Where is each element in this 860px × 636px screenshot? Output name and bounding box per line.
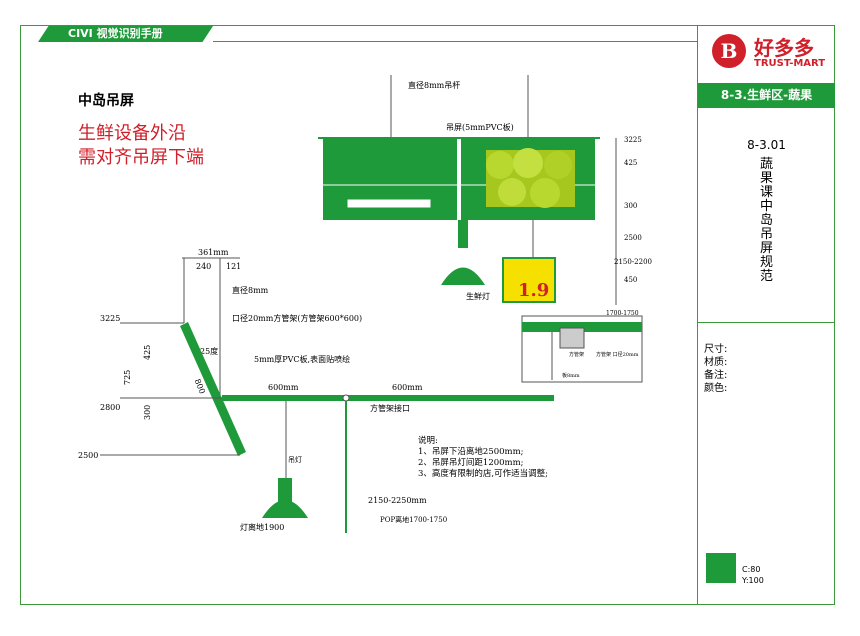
detail-box bbox=[559, 327, 585, 349]
color-swatch bbox=[706, 553, 736, 583]
top-dimension-column: 3225 425 300 2500 2150-2200 450 1700-175… bbox=[606, 136, 652, 317]
hang-range: 2150-2250mm bbox=[368, 496, 427, 505]
diagram-heading: 中岛吊屏 bbox=[78, 93, 134, 109]
level-725: 725 bbox=[123, 370, 132, 385]
spec-remark: 备注: bbox=[704, 370, 728, 381]
spec-divider bbox=[698, 322, 835, 323]
checker-pattern bbox=[347, 199, 431, 208]
level-2500: 2500 bbox=[78, 451, 98, 460]
dim-3225: 3225 bbox=[624, 136, 642, 144]
brand-tag: CIVI 视觉识别手册 bbox=[68, 27, 163, 40]
dim-240: 240 bbox=[196, 262, 211, 271]
detail-label-a: 方管架 bbox=[569, 351, 584, 358]
notes-title: 说明: bbox=[418, 436, 438, 446]
section-label: 8-3.生鲜区-蔬果 bbox=[698, 83, 835, 108]
dim-425: 425 bbox=[624, 159, 637, 167]
red-note-line-1: 生鲜设备外沿 bbox=[78, 123, 186, 144]
side-dimension-column: 3225 425 725 2800 300 2500 bbox=[78, 314, 240, 460]
fruit-image bbox=[486, 148, 575, 208]
joint-marker bbox=[342, 394, 350, 402]
note-item: 1、吊屏下沿离地2500mm; bbox=[418, 447, 524, 457]
detail-label-b: 方管架 口径20mm bbox=[596, 351, 639, 358]
len-600-a: 600mm bbox=[268, 383, 299, 392]
len-600-b: 600mm bbox=[392, 383, 423, 392]
side-lamp-shade bbox=[262, 500, 308, 518]
pop-height: POP离地1700-1750 bbox=[380, 515, 447, 524]
side-diagram: 361mm 240 121 直径8mm 口径20mm方管架(方管架600*600… bbox=[78, 248, 554, 533]
swatch-y: Y:100 bbox=[742, 576, 764, 585]
notes: 说明: 1、吊屏下沿离地2500mm; 2、吊屏吊灯间距1200mm; 3、高度… bbox=[418, 436, 548, 480]
swatch-c: C:80 bbox=[742, 565, 761, 574]
detail-bar bbox=[522, 322, 642, 332]
page-code: 8-3.01 bbox=[747, 138, 786, 152]
pvc-label: 5mm厚PVC板,表面贴喷绘 bbox=[254, 354, 350, 364]
red-note: 生鲜设备外沿 需对齐吊屏下端 bbox=[78, 122, 204, 170]
note-item: 3、高度有限制的店,可作适当调整; bbox=[418, 469, 548, 479]
horizontal-bar bbox=[222, 395, 554, 401]
lamp-shade bbox=[441, 267, 485, 285]
lamp-stem bbox=[458, 220, 468, 248]
spec-color: 颜色: bbox=[704, 383, 728, 394]
level-3225: 3225 bbox=[100, 314, 120, 323]
joint-label: 方管架接口 bbox=[370, 403, 410, 413]
logo-en: TRUST-MART bbox=[754, 58, 826, 69]
header-rule bbox=[213, 41, 697, 42]
lamp-label: 生鲜灯 bbox=[466, 291, 490, 301]
dim-121: 121 bbox=[226, 262, 241, 271]
spec-size: 尺寸: bbox=[704, 344, 728, 355]
lamp-hang-label: 吊灯 bbox=[288, 455, 302, 464]
detail-inset: 方管架 方管架 口径20mm 板8mm bbox=[521, 315, 643, 383]
level-425: 425 bbox=[143, 345, 152, 360]
dim-450: 450 bbox=[624, 276, 637, 284]
lamp-height: 灯离地1900 bbox=[240, 522, 284, 532]
page-title: 蔬果课中岛吊屏规范 bbox=[760, 157, 774, 284]
side-lamp-stem bbox=[278, 478, 292, 504]
angle-label: 25度 bbox=[200, 346, 218, 356]
svg-text:B: B bbox=[721, 39, 738, 63]
header-bar bbox=[38, 26, 213, 42]
detail-label-c: 板8mm bbox=[562, 372, 580, 379]
price-value: 1.9 bbox=[518, 280, 549, 301]
spec-material: 材质: bbox=[704, 357, 728, 368]
logo-cn: 好多多 bbox=[754, 36, 814, 60]
dim-2500: 2500 bbox=[624, 234, 642, 242]
note-item: 2、吊屏吊灯间距1200mm; bbox=[418, 458, 524, 468]
pop-range: 1700-1750 bbox=[606, 310, 639, 317]
dim-300: 300 bbox=[624, 202, 637, 210]
screen-label: 吊屏(5mmPVC板) bbox=[446, 122, 514, 132]
dim-2150: 2150-2200 bbox=[614, 258, 652, 266]
screen-left-panel bbox=[323, 138, 457, 220]
rod-label: 直径8mm吊杆 bbox=[408, 80, 460, 90]
price-tag bbox=[502, 257, 556, 303]
logo: B 好多多 TRUST-MART bbox=[698, 26, 835, 83]
page-frame bbox=[20, 25, 835, 605]
level-2800: 2800 bbox=[100, 403, 120, 412]
slanted-panel bbox=[180, 322, 246, 456]
red-note-line-2: 需对齐吊屏下端 bbox=[78, 147, 204, 168]
level-300: 300 bbox=[143, 405, 152, 420]
sidebar-divider bbox=[697, 25, 698, 605]
dim-361: 361mm bbox=[198, 248, 229, 257]
logo-icon: B bbox=[712, 34, 746, 68]
rod-diameter: 直径8mm bbox=[232, 285, 269, 295]
top-diagram: 直径8mm吊杆 吊屏(5mmPVC板) 生鲜灯 1.9 3225 425 300 bbox=[318, 75, 652, 317]
frame-spec: 口径20mm方管架(方管架600*600) bbox=[232, 313, 362, 323]
